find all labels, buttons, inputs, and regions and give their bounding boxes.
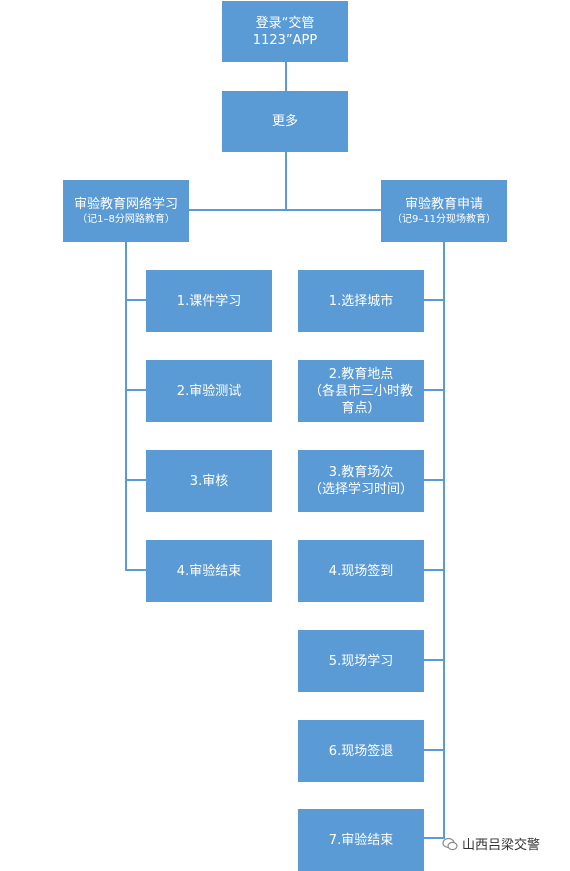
connector-right-5 (423, 659, 445, 661)
right-step-2-detail-1: （各县市三小时教 (308, 383, 413, 399)
wechat-icon (442, 837, 458, 850)
left-step-4-label: 4.审验结束 (176, 563, 242, 579)
more-node-label: 更多 (271, 114, 298, 129)
connector-left-3 (125, 479, 147, 481)
right-step-6: 6.现场签退 (298, 720, 424, 782)
more-node: 更多 (222, 91, 348, 152)
connector-right-spine (443, 241, 445, 839)
onsite-application-title: 审验教育申请 (404, 196, 483, 212)
connector-right-7 (423, 837, 445, 839)
right-step-4: 4.现场签到 (298, 540, 424, 602)
root-node-line2: 1123”APP (252, 32, 318, 48)
right-step-7-label: 7.审验结束 (328, 832, 394, 848)
left-step-3-label: 3.审核 (189, 473, 229, 489)
right-step-1-label: 1.选择城市 (328, 293, 394, 309)
right-step-3-detail: （选择学习时间） (308, 482, 413, 497)
watermark-text: 山西吕梁交警 (462, 838, 541, 853)
connector-right-4 (423, 569, 445, 571)
connector-right-2 (423, 389, 445, 391)
watermark: 山西吕梁交警 (442, 834, 540, 853)
connector-left-2 (125, 389, 147, 391)
left-step-3: 3.审核 (146, 450, 272, 512)
root-node: 登录“交管 1123”APP (222, 1, 348, 62)
connector-right-3 (423, 479, 445, 481)
left-step-2-label: 2.审验测试 (176, 383, 242, 399)
connector-left-1 (125, 299, 147, 301)
right-step-6-label: 6.现场签退 (328, 743, 394, 759)
right-step-3-label: 3.教育场次 (328, 465, 394, 480)
right-step-4-label: 4.现场签到 (328, 563, 394, 579)
online-study-subtitle: （记1–8分网路教育） (77, 213, 175, 225)
right-step-2: 2.教育地点 （各县市三小时教 育点） (298, 360, 424, 422)
left-step-1: 1.课件学习 (146, 270, 272, 332)
onsite-application-header: 审验教育申请 （记9–11分现场教育） (381, 180, 507, 242)
connector-branch-horizontal (188, 209, 382, 211)
connector-root-more (285, 61, 287, 93)
connector-right-6 (423, 749, 445, 751)
right-step-2-detail-2: 育点） (341, 400, 381, 416)
right-step-5-label: 5.现场学习 (328, 653, 394, 669)
root-node-line1: 登录“交管 (255, 15, 315, 31)
right-step-7: 7.审验结束 (298, 809, 424, 871)
online-study-title: 审验教育网络学习 (73, 196, 178, 212)
right-step-3: 3.教育场次 （选择学习时间） (298, 450, 424, 512)
left-step-4: 4.审验结束 (146, 540, 272, 602)
connector-left-spine (125, 241, 127, 571)
connector-left-4 (125, 569, 147, 571)
left-step-2: 2.审验测试 (146, 360, 272, 422)
right-step-5: 5.现场学习 (298, 630, 424, 692)
online-study-header: 审验教育网络学习 （记1–8分网路教育） (63, 180, 189, 242)
onsite-application-subtitle: （记9–11分现场教育） (391, 213, 497, 225)
connector-more-branch (285, 151, 287, 211)
connector-right-1 (423, 299, 445, 301)
right-step-2-label: 2.教育地点 (328, 366, 394, 382)
left-step-1-label: 1.课件学习 (176, 293, 242, 309)
right-step-1: 1.选择城市 (298, 270, 424, 332)
